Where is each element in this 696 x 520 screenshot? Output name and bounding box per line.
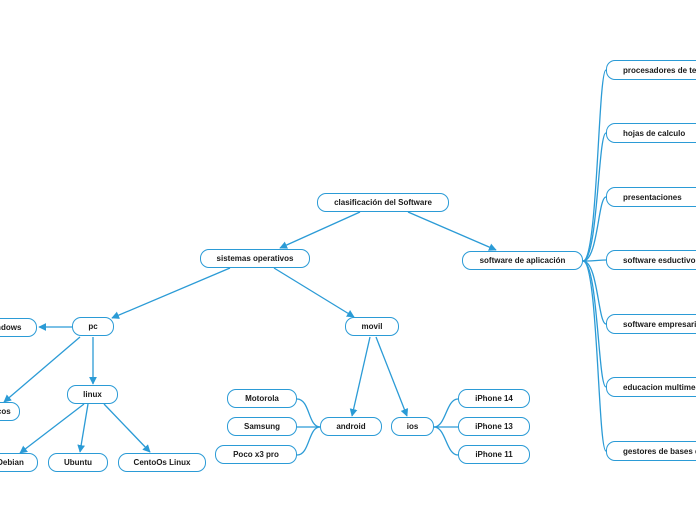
- node-educacion-multimedia[interactable]: educacion multimedia: [606, 377, 696, 397]
- link-linux-ubuntu: [77, 403, 89, 453]
- node-macos[interactable]: macos: [0, 402, 20, 421]
- link-so-pc: [111, 267, 231, 319]
- link-root-so: [279, 211, 361, 249]
- node-iphone-14[interactable]: iPhone 14: [458, 389, 530, 408]
- node-root[interactable]: clasificación del Software: [317, 193, 449, 212]
- link-android-motorola: [296, 398, 321, 428]
- node-android[interactable]: android: [320, 417, 382, 436]
- link-movil-android: [349, 336, 371, 417]
- node-software-educativo[interactable]: software esductivo: [606, 250, 696, 270]
- link-pc-macos: [3, 336, 81, 403]
- link-app-hojas: [582, 132, 607, 262]
- node-samsung[interactable]: Samsung: [227, 417, 297, 436]
- node-linux[interactable]: linux: [67, 385, 118, 404]
- node-centos[interactable]: CentoOs Linux: [118, 453, 206, 472]
- node-debian[interactable]: Debian: [0, 453, 38, 472]
- node-windows[interactable]: windows: [0, 318, 37, 337]
- node-pc[interactable]: pc: [72, 317, 114, 336]
- link-app-procesadores: [582, 69, 607, 262]
- node-movil[interactable]: movil: [345, 317, 399, 336]
- link-app-presentaciones: [582, 196, 607, 262]
- node-sistemas-operativos[interactable]: sistemas operativos: [200, 249, 310, 268]
- link-ios-iphone14: [433, 398, 459, 428]
- node-gestores-bases-datos[interactable]: gestores de bases de datos: [606, 441, 696, 461]
- node-software-empresarial[interactable]: software empresarial: [606, 314, 696, 334]
- link-linux-debian: [19, 403, 85, 454]
- link-movil-ios: [375, 336, 409, 417]
- link-so-movil: [273, 267, 355, 318]
- link-android-poco: [296, 426, 321, 456]
- node-ubuntu[interactable]: Ubuntu: [48, 453, 108, 472]
- link-ios-iphone11: [433, 426, 459, 456]
- node-software-aplicacion[interactable]: software de aplicación: [462, 251, 583, 270]
- node-motorola[interactable]: Motorola: [227, 389, 297, 408]
- link-app-empresarial: [582, 260, 607, 325]
- node-hojas-calculo[interactable]: hojas de calculo: [606, 123, 696, 143]
- node-poco[interactable]: Poco x3 pro: [215, 445, 297, 464]
- node-iphone-11[interactable]: iPhone 11: [458, 445, 530, 464]
- node-iphone-13[interactable]: iPhone 13: [458, 417, 530, 436]
- node-presentaciones[interactable]: presentaciones: [606, 187, 696, 207]
- node-ios[interactable]: ios: [391, 417, 434, 436]
- link-app-bases: [582, 260, 607, 452]
- link-linux-centos: [103, 403, 151, 453]
- link-app-educativo: [582, 259, 607, 262]
- link-app-multimedia: [582, 260, 607, 388]
- node-procesadores-texto[interactable]: procesadores de texto: [606, 60, 696, 80]
- link-root-app: [407, 211, 497, 251]
